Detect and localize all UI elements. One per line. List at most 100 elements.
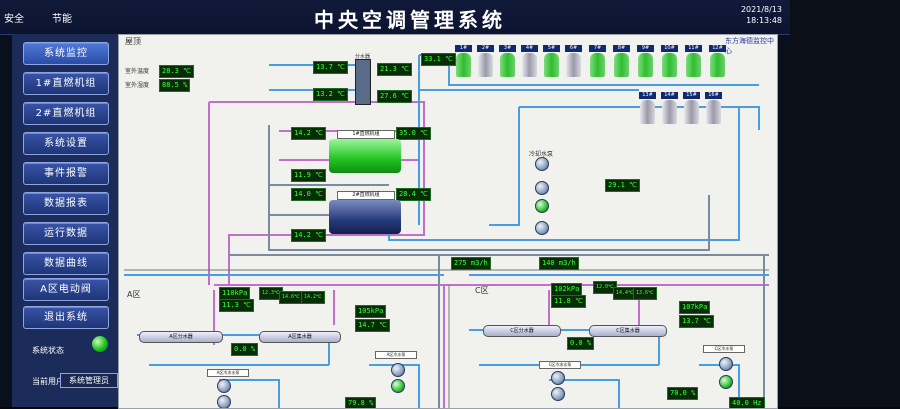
zone-a-pump-3[interactable] [391, 363, 405, 377]
zone-c-pump-3[interactable] [719, 357, 733, 371]
zone-c-pump-label: C区冷水泵 [703, 345, 745, 353]
reading-28-4: 28.4 ℃ [396, 188, 431, 201]
offscreen-area [790, 0, 900, 407]
system-status-led [92, 336, 108, 352]
cooling-pump-3[interactable] [535, 199, 549, 213]
reading-35-0: 35.0 ℃ [396, 127, 431, 140]
zone-a-branch-3: 14.2℃ [301, 291, 325, 304]
cooling-pump-4[interactable] [535, 221, 549, 235]
nav-chiller-2[interactable]: 2#直燃机组 [23, 102, 109, 125]
cooling-pump-2[interactable] [535, 181, 549, 195]
outdoor-temp-label: 室外温度 [125, 68, 150, 75]
energy-label: 节能 [52, 14, 72, 25]
zone-c-pump-freq: 40.0 Hz [729, 397, 765, 408]
zone-c-pressure-2: 107kPa [679, 301, 711, 314]
cooling-tower-15[interactable]: 15# [683, 92, 700, 126]
cooling-tower-3[interactable]: 3# [499, 45, 516, 79]
roof-label: 屋顶 [125, 37, 141, 46]
outdoor-humidity-label: 室外湿度 [125, 82, 150, 89]
zone-c-temp: 11.8 ℃ [551, 295, 586, 308]
zone-a-label: A区 [127, 290, 141, 299]
nav-data-curve[interactable]: 数据曲线 [23, 252, 109, 275]
tower-supply-temp: 33.1 ℃ [421, 53, 456, 66]
nav-event-alarm[interactable]: 事件报警 [23, 162, 109, 185]
distributor-manifold [355, 59, 371, 105]
zone-a-temp-2: 14.7 ℃ [355, 319, 390, 332]
reading-27-6: 27.6 ℃ [377, 90, 412, 103]
clock-date: 2021/8/13 [740, 5, 782, 14]
pipe-network [124, 54, 769, 408]
chiller-1[interactable]: 1#直燃机组 [329, 130, 401, 173]
nav-zone-a-valve[interactable]: A区电动阀 [23, 278, 109, 301]
zone-a-branch-2: 14.6℃ [279, 291, 303, 304]
flow-140: 140 m3/h [539, 257, 579, 270]
cooling-pump-1[interactable] [535, 157, 549, 171]
brand-label: 东方海德监控中心 [725, 37, 774, 55]
zone-a-return-header[interactable]: A区集水器 [259, 331, 341, 343]
system-title: 中央空调管理系统 [314, 8, 506, 32]
nav-system-settings[interactable]: 系统设置 [23, 132, 109, 155]
cooling-tower-12[interactable]: 12# [709, 45, 726, 79]
zone-a-pump-label: A区冷水泵 [375, 351, 417, 359]
zone-c-pump-4[interactable] [719, 375, 733, 389]
reading-13-2: 13.2 ℃ [313, 88, 348, 101]
cooling-tower-4[interactable]: 4# [521, 45, 538, 79]
cooling-tower-11[interactable]: 11# [685, 45, 702, 79]
sidebar: 系统监控 1#直燃机组 2#直燃机组 系统设置 事件报警 数据报表 运行数据 数… [12, 34, 119, 407]
cooling-tower-1[interactable]: 1# [455, 45, 472, 79]
nav-chiller-1[interactable]: 1#直燃机组 [23, 72, 109, 95]
reading-29-1: 29.1 ℃ [605, 179, 640, 192]
chiller-2[interactable]: 2#直燃机组 [329, 191, 401, 234]
nav-system-monitor[interactable]: 系统监控 [23, 42, 109, 65]
zone-a-temp: 11.3 ℃ [219, 299, 254, 312]
flow-275: 275 m3/h [451, 257, 491, 270]
zone-c-temp-2: 13.7 ℃ [679, 315, 714, 328]
outdoor-temp-value: 28.3 ℃ [159, 65, 194, 78]
nav-data-report[interactable]: 数据报表 [23, 192, 109, 215]
zone-c-pct: 0.0 % [567, 337, 595, 350]
reading-11-9: 11.9 ℃ [291, 169, 326, 182]
zone-c-label: C区 [475, 286, 489, 295]
cooling-tower-14[interactable]: 14# [661, 92, 678, 126]
system-status-label: 系统状态 [32, 346, 64, 355]
zone-c-return-header[interactable]: C区集水器 [589, 325, 667, 337]
current-user-label: 当前用户 [32, 377, 64, 386]
cooling-tower-2[interactable]: 2# [477, 45, 494, 79]
cooling-tower-10[interactable]: 10# [661, 45, 678, 79]
distributor-label: 分水器 [355, 54, 371, 60]
zone-a-pump-1[interactable] [217, 379, 231, 393]
clock-time: 18:13:48 [746, 16, 782, 25]
hvac-diagram: 屋顶 东方海德监控中心 室外温度 28.3 ℃ 室外湿度 88.5 % 13.7… [118, 34, 778, 409]
zone-a-pct: 0.0 % [231, 343, 259, 356]
nav-exit[interactable]: 退出系统 [23, 306, 109, 329]
cooling-tower-7[interactable]: 7# [589, 45, 606, 79]
safety-label: 安全 [4, 14, 24, 25]
reading-14-0: 14.0 ℃ [291, 188, 326, 201]
reading-21-3: 21.3 ℃ [377, 63, 412, 76]
zone-a-pressure-2: 105kPa [355, 305, 387, 318]
cooling-tower-13[interactable]: 13# [639, 92, 656, 126]
zone-c-pump-1[interactable] [551, 371, 565, 385]
zone-c-pump-pct: 70.0 % [667, 387, 699, 400]
reading-14-2-a: 14.2 ℃ [291, 127, 326, 140]
zone-a-pump-2[interactable] [217, 395, 231, 408]
zone-c-supply-header[interactable]: C区分水器 [483, 325, 561, 337]
cooling-tower-16[interactable]: 16# [705, 92, 722, 126]
cooling-tower-9[interactable]: 9# [637, 45, 654, 79]
zone-a-pump-pct: 79.8 % [345, 397, 377, 408]
cooling-pump-label: 冷却水泵 [529, 151, 554, 158]
nav-run-data[interactable]: 运行数据 [23, 222, 109, 245]
cooling-tower-5[interactable]: 5# [543, 45, 560, 79]
zone-c-pump-2[interactable] [551, 387, 565, 401]
cooling-tower-8[interactable]: 8# [613, 45, 630, 79]
zone-c-branch-3: 13.6℃ [633, 287, 657, 300]
outdoor-humidity-value: 88.5 % [159, 79, 191, 92]
zone-a-supply-header[interactable]: A区分水器 [139, 331, 223, 343]
zone-a-chw-pump-label: A区冷冻水泵 [207, 369, 249, 377]
reading-14-2-b: 14.2 ℃ [291, 229, 326, 242]
cooling-tower-6[interactable]: 6# [565, 45, 582, 79]
title-bar: 安全 节能 中央空调管理系统 2021/8/13 18:13:48 [0, 0, 900, 35]
zone-a-pump-4[interactable] [391, 379, 405, 393]
reading-13-7: 13.7 ℃ [313, 61, 348, 74]
